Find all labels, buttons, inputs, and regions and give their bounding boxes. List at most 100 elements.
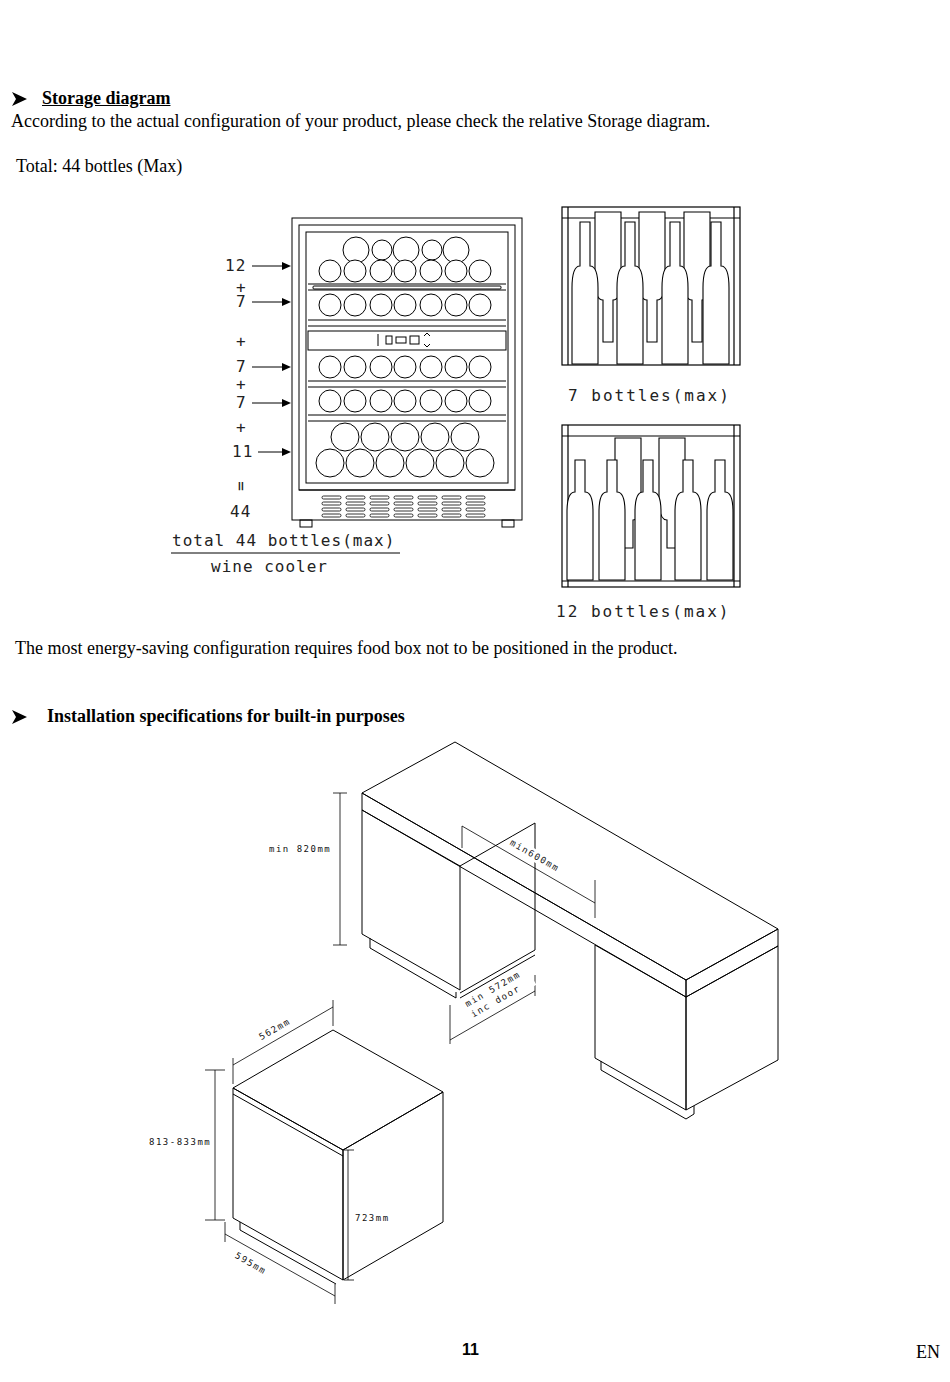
bottle-ends [391,423,419,451]
dimension-line [205,1070,225,1071]
dimension-line [340,793,341,945]
underline [171,553,400,554]
bottle-ends [319,390,341,412]
rack-frame [562,435,740,436]
dimension-line [333,793,347,794]
capacity-label: 12 bottles(max) [556,602,731,621]
bottle-ends [344,390,366,412]
cooler-front-view [292,218,522,520]
bottle-ends [445,390,467,412]
dimension-line [333,945,347,946]
bottle-ends [406,449,434,477]
section-heading: Installation specifications for built-in… [47,706,405,727]
wine-cooler-box [240,1222,336,1284]
cooler-front-view [502,520,514,527]
dimension-label: min 820mm [268,843,332,855]
arrowhead [282,448,291,456]
vent-grille [418,508,437,511]
cooler-front-view [308,326,506,327]
bottle-ends [445,356,467,378]
vent-grille [466,496,485,499]
dimension-line [225,1222,226,1242]
leader-arrow [252,302,284,303]
bottle-ends [376,449,404,477]
leader-arrow [252,266,284,452]
vent-grille [442,502,461,505]
bottle-ends [331,423,359,451]
arrowhead [282,363,291,371]
bottle-ends [394,260,416,282]
bottle-profile [567,460,593,580]
vent-grille [394,508,413,511]
bottle-ends [343,237,369,263]
bottle-count: 7 [236,393,247,412]
dimension-line [335,1284,336,1304]
language-code: EN [916,1342,940,1363]
bottle-ends [344,260,366,282]
bottle-ends [394,390,416,412]
built-in-cabinet [686,946,778,1110]
bottle-ends [370,356,392,378]
wine-cooler-box [233,1088,343,1280]
built-in-cabinet [601,1061,694,1119]
vent-grille [394,496,413,499]
cooler-front-view [300,520,312,527]
body-text: Total: 44 bottles (Max) [16,156,182,177]
cooler-front-view [386,336,392,344]
cooler-front-view [410,336,419,344]
wine-cooler-box [233,1030,443,1150]
bottle-profile [707,460,733,580]
vent-grille [466,514,485,517]
built-in-cabinet [686,929,778,997]
built-in-cabinet [595,945,686,1110]
section-heading: Storage diagram [42,88,170,109]
bottle-ends [420,356,442,378]
bottle-profile [635,460,661,580]
page-number: 11 [462,1341,479,1359]
vent-grille [466,508,485,511]
wine-cooler-box [343,1092,443,1280]
cooler-front-view [308,331,506,350]
bottle-ends [370,260,392,282]
cooler-front-view [308,381,506,382]
bottle-ends [361,423,389,451]
bottle-count: 12 [225,256,246,275]
bottle-ends [421,423,449,451]
leader-arrow [258,452,284,453]
bottle-ends [451,423,479,451]
bottle-ends [316,237,494,477]
cooler-front-view [378,334,379,346]
leader-arrow [252,367,284,368]
bottle-ends [344,294,366,316]
cooler-front-view [299,225,515,490]
dimension-line [233,1058,234,1084]
cooler-front-view [308,415,506,416]
vent-grille [442,514,461,517]
bottle-count: 11 [232,442,253,461]
vent-grille [418,502,437,505]
rack-frame [562,207,740,365]
leader-arrow [252,403,284,404]
vent-grille [394,514,413,517]
bottle-profile [703,222,729,364]
bottle-ends [445,260,467,282]
dimension-label: min 572mm inc door [462,964,536,1021]
dimension-line [595,880,596,918]
vent-grille [322,496,341,499]
dimension-line [344,1280,354,1281]
cooler-front-view [308,290,506,291]
cooler-front-view [308,421,506,422]
vent-grille [322,508,341,511]
vent-grille [370,502,389,505]
body-text: According to the actual configuration of… [11,111,710,132]
vent-grille [322,514,341,517]
built-in-cabinet [362,742,778,1119]
dimension-line [344,1150,354,1151]
arrowhead [282,262,291,456]
plus-sign: + [236,418,247,437]
vent-grille [442,508,461,511]
vent-grille [370,508,389,511]
bottle-total: 44 [230,502,251,521]
vent-grille [322,502,341,505]
